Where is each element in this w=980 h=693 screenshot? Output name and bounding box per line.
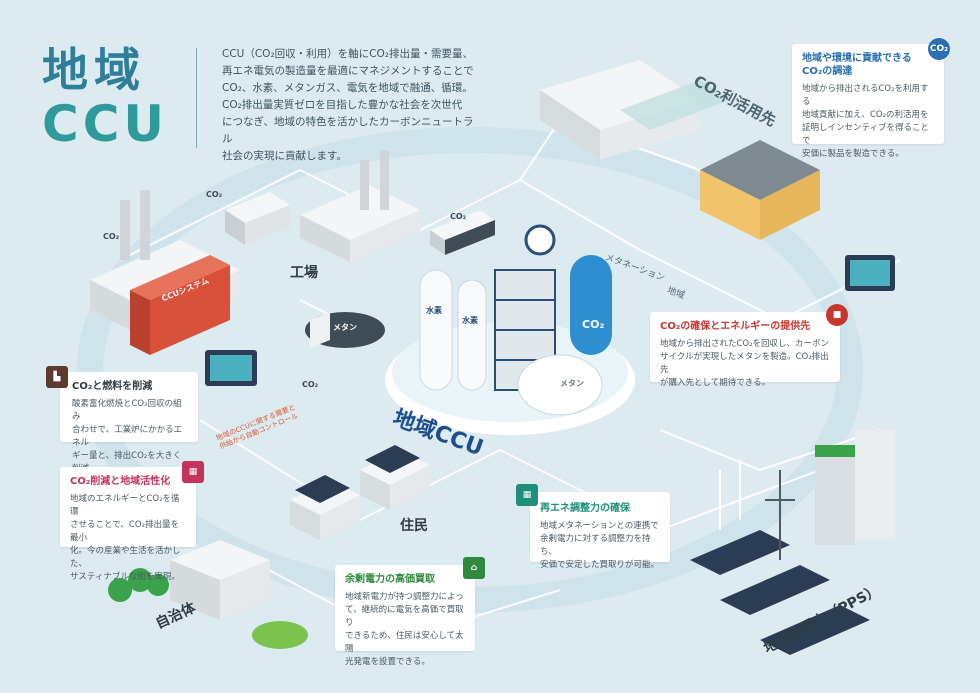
intro-line: につなぎ、地域の特色を活かしたカーボンニュートラル <box>222 116 474 145</box>
card-body-line: 安価で安定した買取りが可能。 <box>540 560 660 570</box>
methane-truck <box>305 312 385 348</box>
card-co2-energy: ■ CO₂の確保とエネルギーの提供先 地域から排出されたCO₂を回収し、カーボン… <box>650 304 848 388</box>
co2-tag: CO₂ <box>103 232 120 241</box>
hydrogen-label-1: 水素 <box>426 306 442 315</box>
card-body-line: 地域から排出されたCO₂を回収し、カーボン <box>660 339 830 349</box>
card-body-line: 地域のエネルギーとCO₂を循環 <box>70 494 180 517</box>
card-title: CO₂削減と地域活性化 <box>70 476 171 487</box>
card-body-line: て、継続的に電気を高価で買取り <box>345 605 464 628</box>
card-body-line: 余剰電力に対する調整力を持ち、 <box>540 534 651 557</box>
card-body-line: サイクルが実現したメタンを製造。CO₂排出先 <box>660 352 829 375</box>
label-factory: 工場 <box>290 265 318 281</box>
card-body-line: 地域貢献に加え、CO₂の利活用を <box>802 110 929 120</box>
card-body-line: 地域から排出されるCO₂を利用する <box>802 84 929 107</box>
intro-line: CO₂、水素、メタンガス、電気を地域で融通、循環。 <box>222 82 473 94</box>
ccu-container <box>150 265 230 355</box>
building-icon: ▦ <box>182 461 204 483</box>
card-body-line: が購入先として期待できる。 <box>660 378 771 388</box>
card-body-line: 化。今の産業や生活を活かした、 <box>70 546 181 569</box>
municipality-area <box>108 540 308 649</box>
card-body-line: 地域メタネーションとの連携で <box>540 521 659 531</box>
residential-area <box>290 445 430 540</box>
co2-tank-label: CO₂ <box>582 318 605 331</box>
co2-tag: CO₂ <box>450 212 467 221</box>
main-title: 地域 CCU <box>42 44 182 154</box>
co2-truck <box>430 210 495 255</box>
factory-area <box>90 150 420 355</box>
card-body-line: できるため、住民は安心して太陽 <box>345 631 464 654</box>
solar-panel-icon: ▦ <box>516 484 538 506</box>
methane-label: メタン <box>560 379 584 388</box>
title-divider <box>196 48 197 148</box>
card-renewable: ▦ 再エネ調整力の確保 地域メタネーションとの連携で 余剰電力に対する調整力を持… <box>516 484 670 570</box>
card-title: 余剰電力の高価買取 <box>345 574 435 585</box>
card-co2-fuel: ▙ CO₂と燃料を削減 酸素富化燃焼とCO₂回収の組み 合わせで、工業炉にかかる… <box>46 366 198 474</box>
card-surplus: ⌂ 余剰電力の高価買取 地域新電力が持つ調整力によっ て、継続的に電気を高価で買… <box>335 557 485 667</box>
card-title: CO₂の確保とエネルギーの提供先 <box>660 321 811 332</box>
card-title: CO₂と燃料を削減 <box>72 381 153 392</box>
title-line-1: 地域 <box>42 43 146 97</box>
card-title: 再エネ調整力の確保 <box>540 503 630 514</box>
intro-text: CCU（CO₂回収・利用）を軸にCO₂排出量・需要量、 再エネ電気の製造量を最適… <box>222 46 482 165</box>
co2-tag: CO₂ <box>206 190 223 199</box>
ccu-hub <box>385 224 635 435</box>
intro-line: CCU（CO₂回収・利用）を軸にCO₂排出量・需要量、 <box>222 48 473 60</box>
card-body-line: 酸素富化燃焼とCO₂回収の組み <box>72 399 182 422</box>
card-body-line: サスティナブルな街を実現。 <box>70 572 180 582</box>
card-title-line: CO₂の調達 <box>802 66 853 77</box>
card-body-line: 証明しインセンティブを得ることで <box>802 123 929 146</box>
factory-dome-icon: ■ <box>826 304 848 326</box>
card-title: 地域や環境に貢献できる CO₂の調達 <box>802 52 934 78</box>
hydrogen-label-2: 水素 <box>462 316 478 325</box>
factory-icon: ▙ <box>46 366 68 388</box>
card-title-line: 地域や環境に貢献できる <box>802 53 912 64</box>
intro-line: CO₂排出量実質ゼロを目指した豊かな社会を次世代 <box>222 99 463 111</box>
methane-tank-label: メタン <box>333 323 357 332</box>
title-line-2: CCU <box>42 95 168 153</box>
intro-line: 社会の実現に貢献します。 <box>222 150 347 162</box>
card-body-line: 地域新電力が持つ調整力によっ <box>345 592 464 602</box>
power-area <box>690 430 895 655</box>
card-body-line: させることで、CO₂排出量を最小 <box>70 520 179 543</box>
card-body-line: 合わせで、工業炉にかかるエネル <box>72 425 183 448</box>
label-residents: 住民 <box>400 518 428 534</box>
card-co2-region: ▦ CO₂削減と地域活性化 地域のエネルギーとCO₂を循環 させることで、CO₂… <box>60 461 204 582</box>
co2-tag: CO₂ <box>302 380 319 389</box>
card-body-line: 光発電を設置できる。 <box>345 657 430 667</box>
house-icon: ⌂ <box>463 557 485 579</box>
intro-line: 再エネ電気の製造量を最適にマネジメントすることで <box>222 65 474 77</box>
card-body-line: 安価に製品を製造できる。 <box>802 149 904 159</box>
card-co2-procurement: CO₂ 地域や環境に貢献できる CO₂の調達 地域から排出されるCO₂を利用する… <box>792 38 950 159</box>
co2-icon: CO₂ <box>928 38 950 60</box>
co2-use-site <box>540 60 820 240</box>
